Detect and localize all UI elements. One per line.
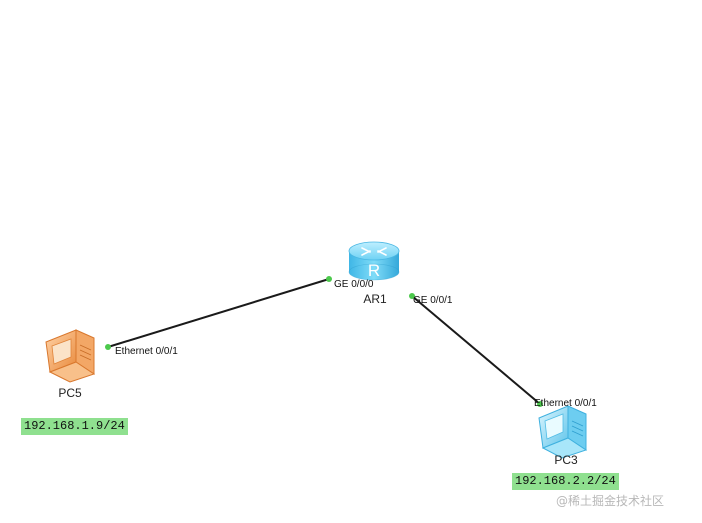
- router-label: AR1: [363, 292, 387, 306]
- pc-icon[interactable]: [45, 329, 96, 383]
- port-dot-pc3-eth: [537, 401, 543, 407]
- router-glyph: R: [368, 261, 380, 280]
- port-dot-ar1-ge001: [409, 293, 415, 299]
- pc3-label: PC3: [554, 453, 578, 467]
- router-icon[interactable]: R: [348, 241, 400, 281]
- port-dot-pc5-eth: [105, 344, 111, 350]
- pc-icon[interactable]: [538, 405, 588, 459]
- pc3-ip-label: 192.168.2.2/24: [512, 473, 619, 490]
- port-label-ar1-ge000: GE 0/0/0: [334, 279, 374, 290]
- pc5-ip-label: 192.168.1.9/24: [21, 418, 128, 435]
- port-label-ar1-ge001: GE 0/0/1: [413, 295, 453, 306]
- port-label-pc5-eth: Ethernet 0/0/1: [115, 346, 178, 357]
- link-ar1-pc5[interactable]: [107, 278, 330, 348]
- port-label-pc3-eth: Ethernet 0/0/1: [534, 398, 597, 409]
- pc5-label: PC5: [58, 386, 82, 400]
- watermark: @稀土掘金技术社区: [556, 494, 665, 508]
- link-ar1-pc3[interactable]: [411, 295, 541, 405]
- port-dot-ar1-ge000: [326, 276, 332, 282]
